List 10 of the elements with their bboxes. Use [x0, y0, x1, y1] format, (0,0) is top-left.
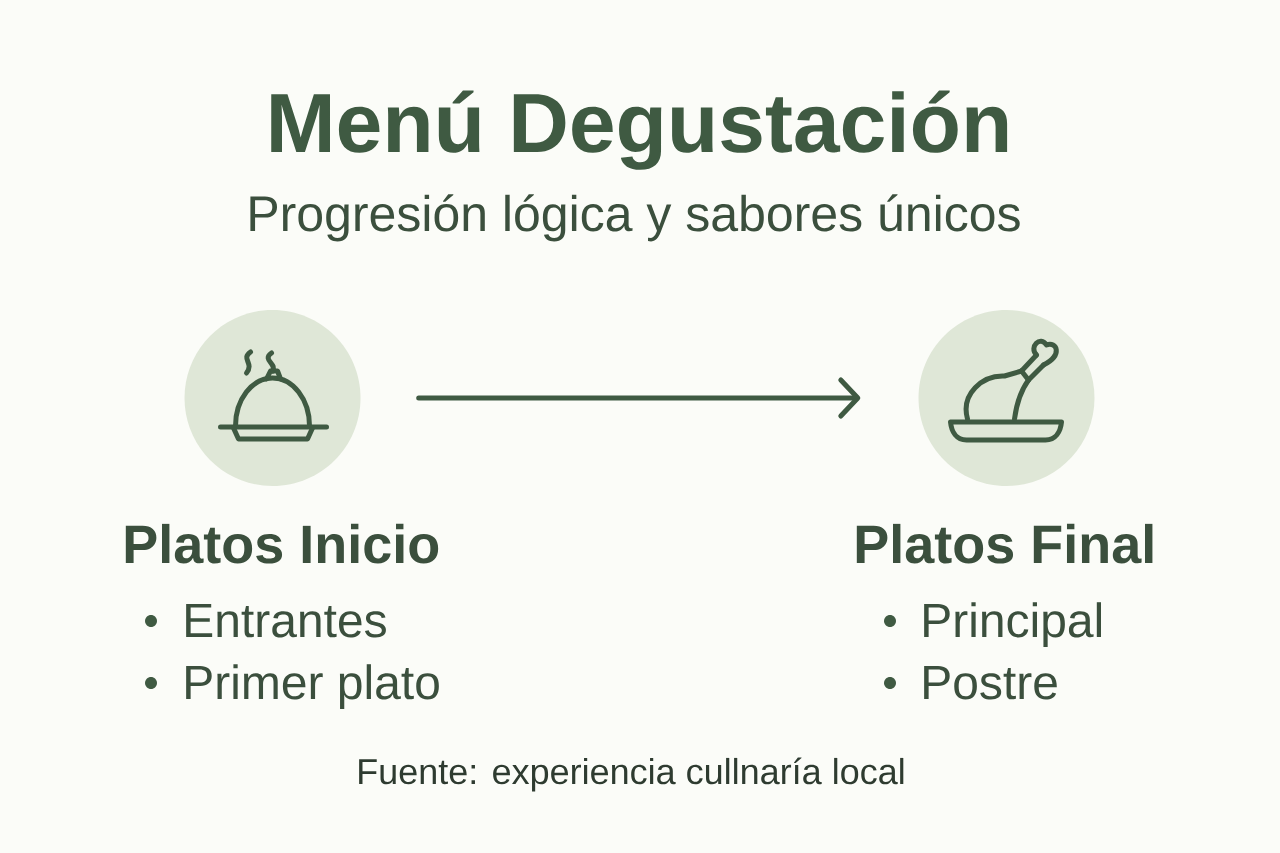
subtitle: Progresión lógica y sabores únicos	[250, 194, 1020, 242]
list-item: Primer plato	[186, 664, 439, 709]
heading: Platos Inicio	[125, 523, 439, 564]
list-item: Principal	[924, 602, 1102, 647]
arrow	[416, 377, 861, 419]
title: Menú Degustación	[271, 90, 1008, 170]
list-item: Entrantes	[186, 603, 386, 638]
source-note: Fuente: experiencia cullnaría local	[359, 757, 904, 792]
list-item: Postre	[924, 665, 1057, 700]
heading: Platos Final	[856, 523, 1153, 564]
